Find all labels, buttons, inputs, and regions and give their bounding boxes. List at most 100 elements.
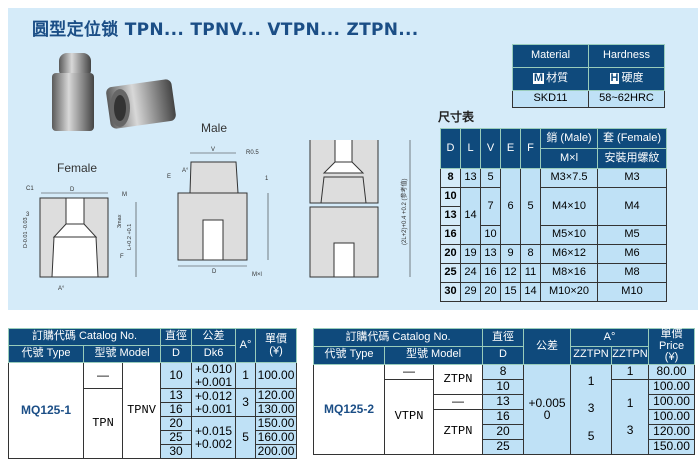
cell-text: M8×16 [540, 263, 598, 283]
cell-text: 130.00 [255, 402, 298, 418]
cell-text: M3×7.5 [540, 168, 598, 188]
cell-text: (¥) [664, 351, 679, 364]
cell-text: 單價 [660, 328, 683, 340]
cell-text: ZTPN [432, 408, 484, 455]
cell-text: 16 [482, 408, 525, 425]
cell-text: M4 [597, 187, 667, 226]
cell-text: VTPN [384, 378, 434, 455]
cell-text: F [520, 128, 541, 169]
cell-text: ZTPN [432, 363, 484, 395]
cell-text: 19 [460, 244, 481, 264]
cell-text: ZZTPN [570, 345, 613, 365]
cell-text: 代號 Type [8, 345, 84, 363]
cell-text: 安裝用螺紋 [597, 148, 667, 169]
cell-text: (¥) [269, 344, 283, 357]
cell-text: +0.012 [195, 389, 233, 404]
female-label: Female [57, 161, 98, 175]
d-tol-label: D-0.01 -0.03 [23, 217, 29, 248]
r-label: R0.5 [246, 150, 259, 156]
catalog-code: MQ125-1 [8, 361, 84, 459]
cell-text: 15 [500, 282, 521, 302]
cell-text: Price [659, 339, 685, 352]
cell-text: 25 [160, 430, 193, 446]
cell-text: 直徑 [160, 328, 193, 346]
cell-text: M3 [597, 168, 667, 188]
cell-text: 20 [482, 423, 525, 440]
cell-text: 20 [480, 282, 501, 302]
cell-text: 80.00 [648, 363, 696, 380]
cell-text: M4×10 [540, 187, 598, 226]
table-row: 20 120.00 [314, 423, 696, 440]
cell-text: +0.001 [195, 374, 233, 389]
cell-text: 銷 (Male) [540, 128, 598, 149]
cell-text: TPNV [121, 361, 162, 459]
cell-text: 16 [480, 263, 501, 283]
cell-text: 8 [482, 363, 525, 380]
cell-text: 30 [160, 444, 193, 459]
cell-text: M5 [597, 225, 667, 245]
cell-text: 5 [520, 168, 541, 245]
v-label: V [211, 147, 215, 153]
l-tol-label: L+0.2 +0.1 [127, 224, 133, 250]
cell-text: E [500, 128, 521, 169]
cell-text: 5 [480, 168, 501, 188]
cell-text: 100.00 [255, 361, 298, 390]
total-length-label: (2L+2)+0.4 +0.2 (参考值) [400, 178, 408, 245]
cell-text: 型號 Model [82, 345, 162, 363]
page-title: 圆型定位锁 TPN... TPNV... VTPN... ZTPN... [32, 20, 419, 40]
cell-text: 14 [520, 282, 541, 302]
cell-text: L [460, 128, 481, 169]
cell-text: M6 [597, 244, 667, 264]
cell-text: 20 [160, 416, 193, 432]
three-max-label: 3max [117, 214, 123, 228]
size-table-title: 尺寸表 [438, 110, 475, 124]
cell-text: 單價 [265, 332, 288, 345]
cell-text: 13 [440, 206, 461, 226]
cell-text: A° [570, 328, 650, 347]
cell-text: 型號 Model [383, 345, 484, 365]
cell-text: 13 [482, 393, 525, 410]
cell-text: 120.00 [648, 423, 696, 440]
mxl-label: M×l [252, 272, 262, 278]
hardness-header: Hardness [588, 44, 665, 68]
cell-text: 訂購代碼 Catalog No. [7, 328, 162, 346]
cell-text: D [440, 128, 461, 169]
cell-text: 10 [480, 225, 501, 245]
cell-text: +0.010 [195, 362, 233, 376]
cell-text: 9 [500, 244, 521, 264]
cell-text: Dk6 [191, 345, 237, 363]
cell-text: M10×20 [540, 282, 598, 302]
cell-text: — [83, 361, 123, 390]
cell-text: 10 [440, 187, 461, 207]
cell-text: TPN [83, 388, 123, 459]
cell-text: +0.015 [195, 424, 233, 439]
m-badge: M [532, 72, 545, 85]
cell-text: 200.00 [255, 444, 298, 459]
technical-drawings: D C1 M 3 D-0.01 -0.03 3max L+0.2 +0.1 F … [23, 140, 411, 292]
three-label: 3 [26, 212, 30, 218]
cell-text: 25 [440, 263, 461, 283]
cell-text: +0.002 [195, 436, 233, 451]
cell-text: 3 [587, 401, 595, 416]
cell-text: 29 [460, 282, 481, 302]
female-drawing: D C1 M 3 D-0.01 -0.03 3max L+0.2 +0.1 F … [23, 186, 137, 292]
cell-text: V [480, 128, 501, 169]
cell-text: 材質 [546, 72, 569, 85]
cell-text: 直徑 [482, 328, 525, 347]
cell-text: 代號 Type [313, 345, 385, 365]
hardness-value: 58~62HRC [588, 90, 665, 108]
cell-text: 1 [235, 361, 257, 390]
male-label: Male [201, 121, 228, 135]
cell-text: M10 [597, 282, 667, 302]
female-a-label: A° [58, 286, 65, 292]
cell-text: 訂購代碼 Catalog No. [312, 328, 484, 347]
cell-text: 14 [460, 187, 481, 245]
one-label: 1 [265, 176, 269, 182]
